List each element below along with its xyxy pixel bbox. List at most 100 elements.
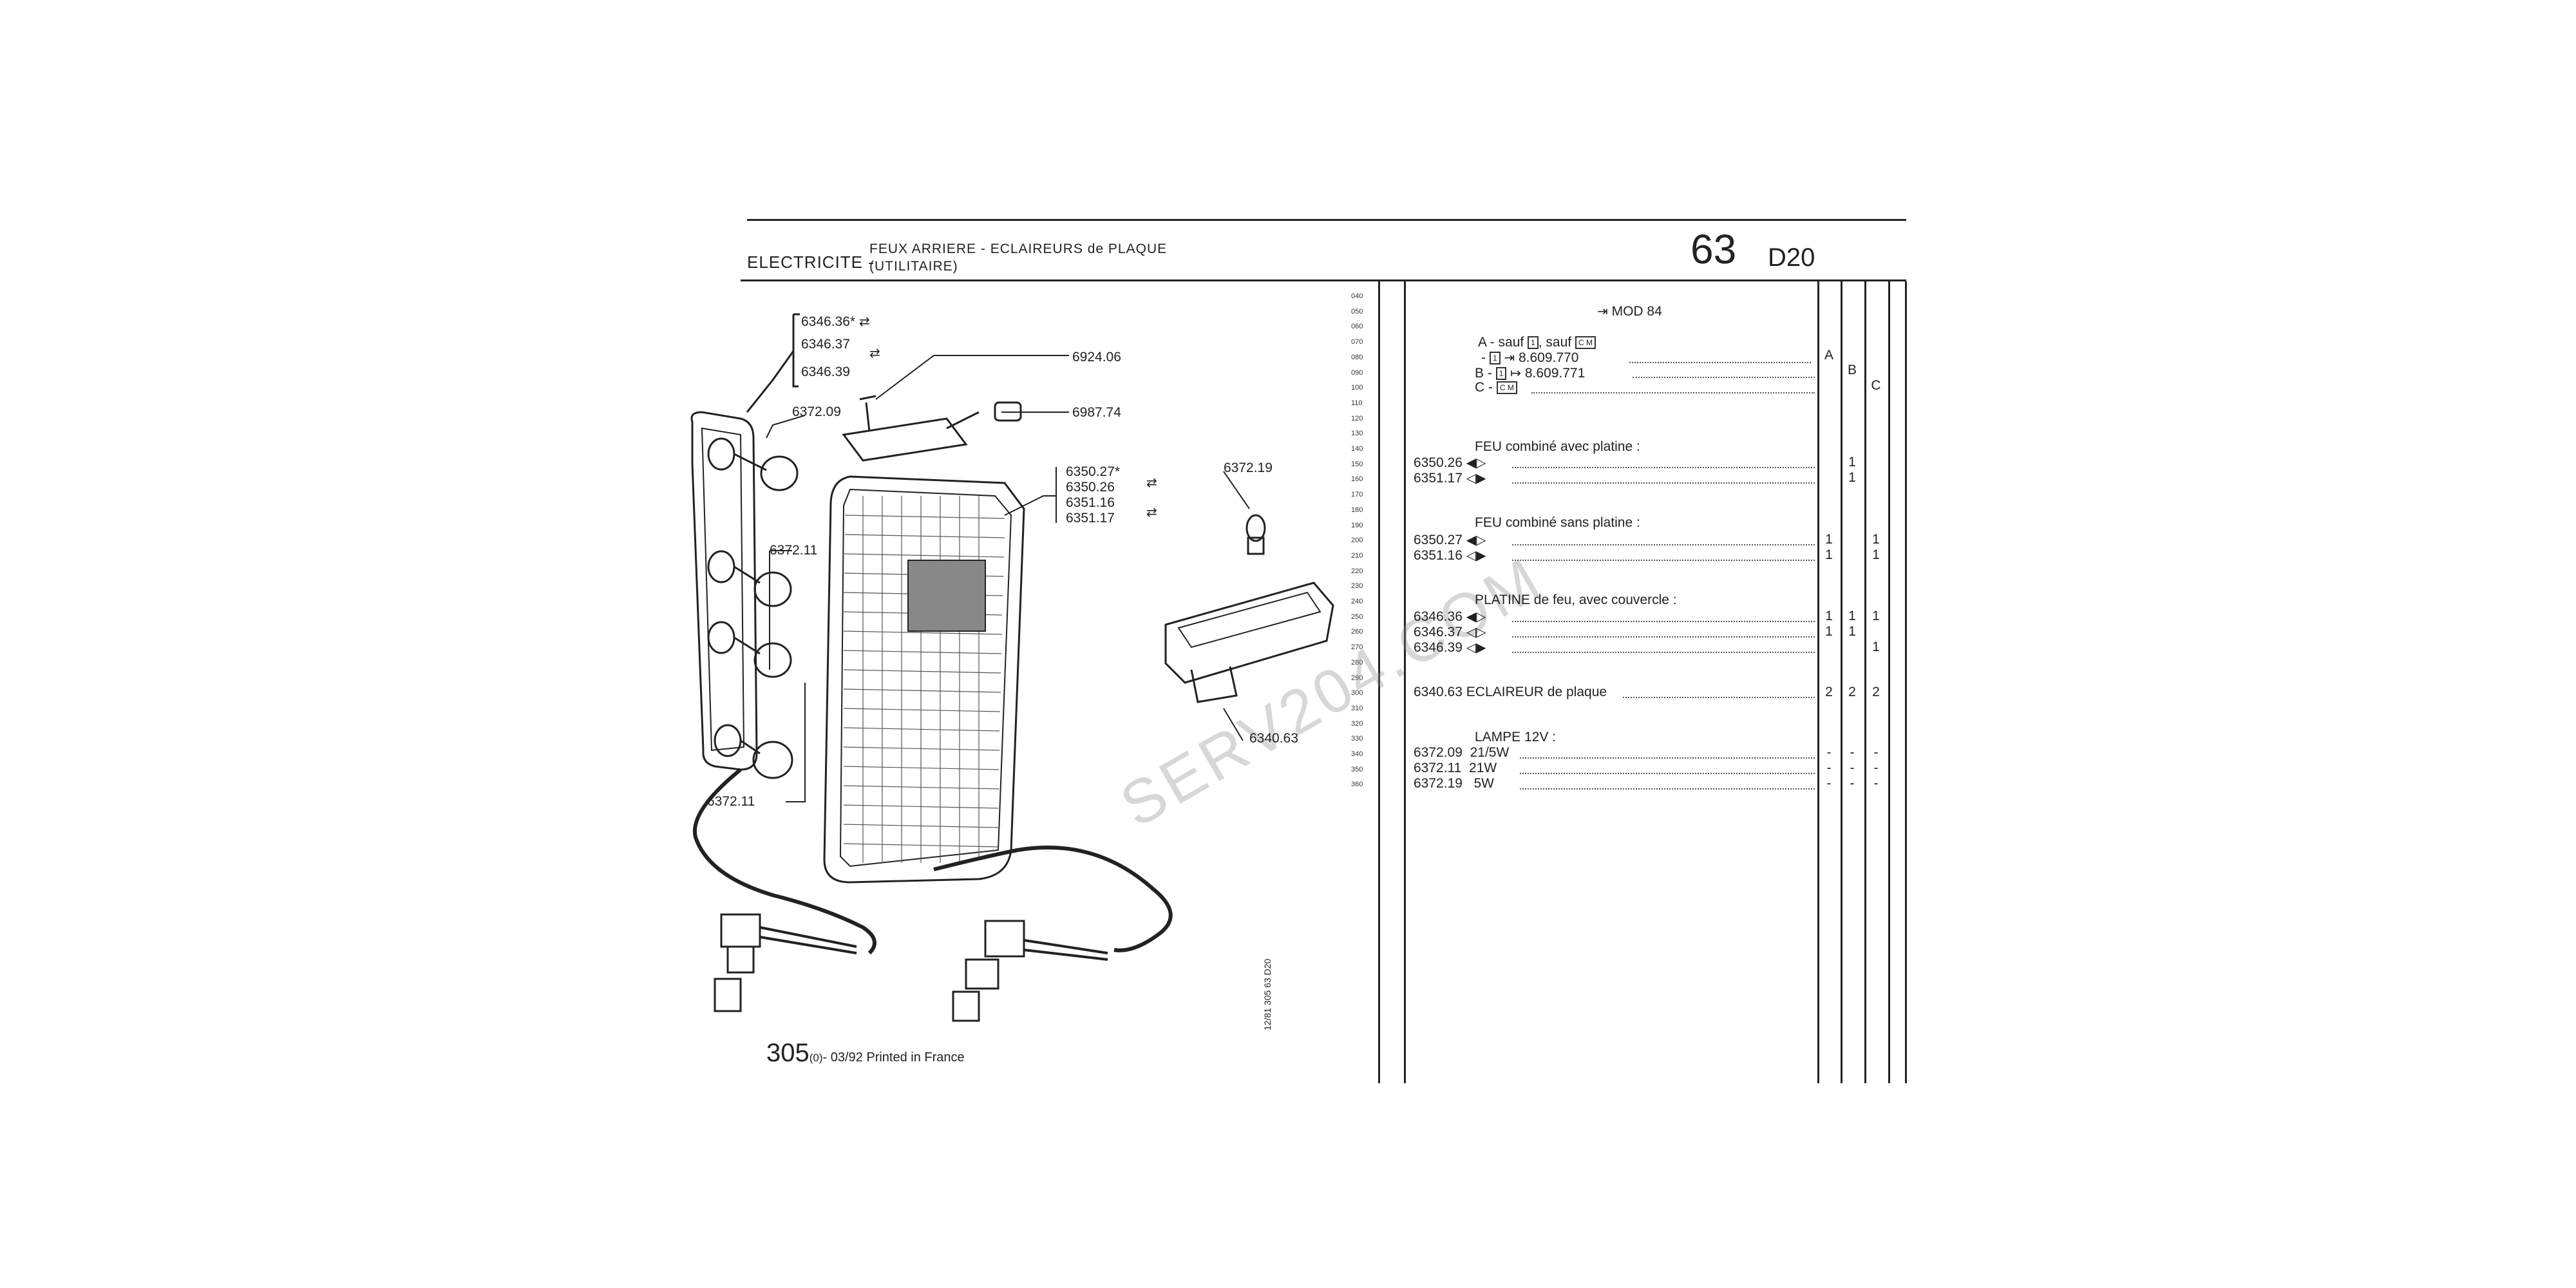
right-lamp-icon: ◁▶ xyxy=(1466,547,1486,563)
line-number: 040 xyxy=(1351,292,1363,300)
qty-a: 1 xyxy=(1825,547,1833,562)
right-lamp-icon: ◁▶ xyxy=(1466,470,1486,486)
left-right-lamp-icon: ◁▷ xyxy=(1466,624,1486,639)
cond-b-col: B xyxy=(1847,363,1857,377)
line-number: 280 xyxy=(1351,658,1363,667)
left-lamp-icon: ◀▷ xyxy=(1466,609,1486,624)
line-number: 350 xyxy=(1351,765,1363,773)
qty-col-a-rule xyxy=(1817,281,1819,1083)
bar-to-arrow-icon: ↦ xyxy=(1510,365,1521,381)
leader-dots xyxy=(1512,544,1815,545)
part-ref: 6346.39 xyxy=(1414,640,1463,655)
page-right-rule xyxy=(1905,281,1907,1083)
qty-b: 2 xyxy=(1848,685,1856,699)
left-lamp-icon: ◀▷ xyxy=(1466,532,1486,547)
label-6351-17: 6351.17 xyxy=(1066,511,1115,526)
qty-col-c-rule xyxy=(1864,281,1866,1083)
part-ref: 6350.27 xyxy=(1414,533,1463,547)
part-row: 6351.17 ◁▶ xyxy=(1414,470,1486,486)
left-right-arrow-icon: ⇄ xyxy=(869,345,880,361)
leader-dots xyxy=(1520,757,1815,759)
qty-b: 1 xyxy=(1848,624,1856,639)
qty-c: - xyxy=(1873,776,1879,791)
label-6372-19: 6372.19 xyxy=(1224,460,1273,475)
cond-a2-box: 1 xyxy=(1489,352,1501,365)
header-category: ELECTRICITE - xyxy=(747,252,875,272)
line-number: 070 xyxy=(1351,338,1363,346)
label-6372-11-upper: 6372.11 xyxy=(770,543,818,558)
qty-b: - xyxy=(1850,761,1855,775)
left-lamp-icon: ◀▷ xyxy=(1466,455,1486,470)
line-number: 180 xyxy=(1351,506,1363,514)
part-row: 6350.26 ◀▷ xyxy=(1414,455,1486,471)
line-number: 210 xyxy=(1351,551,1363,560)
label-6372-11-lower: 6372.11 xyxy=(707,794,755,809)
header-title-line2: (UTILITAIRE) xyxy=(869,259,958,274)
cond-c-col: C xyxy=(1871,378,1881,393)
header-bottom-rule xyxy=(741,279,1906,281)
line-number: 130 xyxy=(1351,430,1363,438)
part-desc: 21/5W xyxy=(1470,745,1510,760)
label-6924-06: 6924.06 xyxy=(1072,350,1121,365)
line-number: 080 xyxy=(1351,353,1363,361)
subgroup-code: D20 xyxy=(1768,243,1815,272)
leader-dots xyxy=(1629,362,1811,363)
line-number: 310 xyxy=(1351,704,1363,712)
qty-c: 1 xyxy=(1872,609,1880,623)
label-6350-26: 6350.26 xyxy=(1066,480,1115,495)
label-6350-27: 6350.27* xyxy=(1066,464,1121,479)
part-row: 6340.63 ECLAIREUR de plaque xyxy=(1414,685,1607,700)
part-row: 6372.11 21W xyxy=(1414,761,1497,776)
label-6346-36-text: 6346.36* xyxy=(801,314,856,329)
part-row: 6351.16 ◁▶ xyxy=(1414,547,1486,564)
label-6340-63: 6340.63 xyxy=(1249,731,1298,746)
part-ref: 6372.11 xyxy=(1414,761,1462,775)
leader-dots xyxy=(1512,621,1815,622)
cond-a-mid: , sauf xyxy=(1538,335,1572,350)
cond-b-box: 1 xyxy=(1495,367,1507,381)
qty-c: - xyxy=(1873,745,1879,760)
line-number: 050 xyxy=(1351,307,1363,316)
arrow-to-bar-icon: ⇥ xyxy=(1504,350,1515,365)
line-number: 090 xyxy=(1351,368,1363,377)
leader-dots xyxy=(1512,652,1815,653)
cond-a-prefix: A - sauf xyxy=(1478,335,1524,350)
part-row: 6346.36 ◀▷ xyxy=(1414,609,1486,625)
part-ref: 6340.63 xyxy=(1414,685,1463,699)
section-title: LAMPE 12V : xyxy=(1475,730,1557,744)
group-number: 63 xyxy=(1690,226,1737,272)
label-6987-74: 6987.74 xyxy=(1072,405,1121,420)
left-right-arrow-icon: ⇄ xyxy=(1146,504,1157,520)
line-number: 240 xyxy=(1351,598,1363,605)
line-number: 120 xyxy=(1351,414,1363,422)
line-number: 320 xyxy=(1351,719,1363,728)
line-number: 140 xyxy=(1351,445,1363,453)
header-top-rule xyxy=(747,219,1906,221)
part-desc: ECLAIREUR de plaque xyxy=(1466,685,1607,699)
qty-c: 1 xyxy=(1872,639,1880,654)
qty-a: 2 xyxy=(1825,685,1833,699)
qty-b: - xyxy=(1850,776,1855,791)
qty-a: - xyxy=(1826,745,1832,760)
label-6372-09: 6372.09 xyxy=(792,404,841,419)
line-number: 220 xyxy=(1351,567,1363,575)
cond-a2-ref: 8.609.770 xyxy=(1518,350,1579,365)
part-row: 6346.37 ◁▷ xyxy=(1414,624,1486,640)
footer-model: 305 xyxy=(766,1039,810,1067)
cond-b-prefix: B - xyxy=(1475,366,1492,381)
cond-c-prefix: C - xyxy=(1475,380,1493,395)
leader-dots xyxy=(1512,560,1815,561)
header-title: FEUX ARRIERE - ECLAIREURS de PLAQUE (UTI… xyxy=(869,240,1167,275)
qty-c: 1 xyxy=(1872,532,1880,547)
left-right-arrow-icon: ⇄ xyxy=(858,314,870,329)
section-title: FEU combiné avec platine : xyxy=(1475,439,1640,454)
left-right-arrow-icon: ⇄ xyxy=(1146,475,1157,490)
qty-a: 1 xyxy=(1825,532,1833,547)
part-ref: 6346.36 xyxy=(1414,609,1463,624)
line-number: 290 xyxy=(1351,674,1363,682)
qty-a: - xyxy=(1826,761,1832,775)
parts-left-rule xyxy=(1404,281,1406,1083)
cond-b-row: B - 1 ↦ 8.609.771 xyxy=(1475,365,1585,381)
label-6351-16: 6351.16 xyxy=(1066,495,1115,510)
